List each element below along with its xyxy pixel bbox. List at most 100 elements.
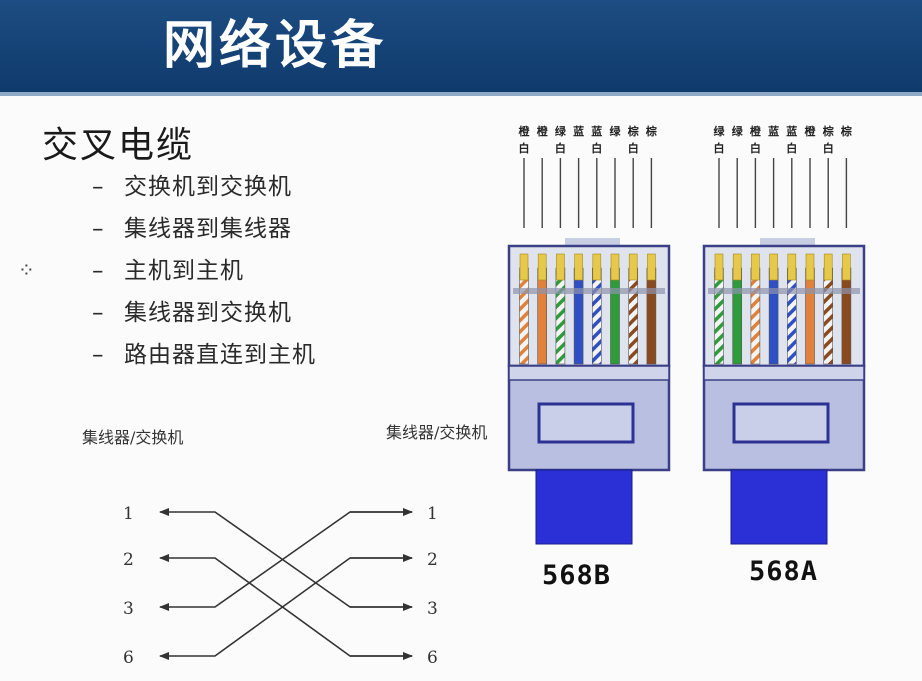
- gold-contact: [592, 253, 602, 281]
- left-pin-label: 2: [123, 550, 134, 570]
- slide-title: 网络设备: [163, 16, 388, 76]
- crimp-bar: [708, 288, 860, 294]
- gold-contact: [628, 253, 638, 281]
- gold-contact: [574, 253, 583, 281]
- wire: [628, 267, 638, 365]
- wire-color-label: 白: [823, 141, 834, 155]
- wire-color-label: 白: [519, 141, 530, 155]
- bullet-dash: –: [92, 216, 105, 242]
- gold-contact: [769, 253, 778, 281]
- bullet-text: 路由器直连到主机: [124, 342, 316, 368]
- crossover-wire: [159, 511, 412, 611]
- bullet-dash: –: [92, 342, 105, 368]
- wire: [610, 267, 620, 365]
- wire: [768, 267, 779, 365]
- connector-568a: 绿白绿橙白蓝蓝白橙棕白棕: [700, 118, 875, 552]
- rj45-plug: 绿白绿橙白蓝蓝白橙棕白棕: [702, 124, 866, 545]
- bullet-item: –路由器直连到主机: [92, 338, 316, 380]
- wire-color-label: 蓝: [786, 124, 797, 138]
- wire-color-label: 棕: [645, 124, 657, 138]
- gold-contact: [714, 253, 724, 281]
- left-device-label: 集线器/交换机: [82, 428, 183, 447]
- boot-rim: [508, 365, 670, 381]
- gold-contact: [842, 253, 851, 281]
- gold-contact: [556, 253, 565, 281]
- gold-contact: [610, 253, 620, 281]
- wire-color-label: 蓝: [768, 124, 779, 138]
- title-banner: 网络设备: [0, 0, 922, 96]
- wire: [750, 267, 761, 365]
- wire: [823, 267, 833, 365]
- wire-color-label: 绿: [610, 124, 622, 138]
- bullet-text: 交换机到交换机: [124, 174, 292, 200]
- wire: [646, 267, 657, 365]
- boot-window: [732, 402, 830, 444]
- bullet-item: –交换机到交换机: [92, 170, 316, 212]
- wire: [592, 267, 602, 365]
- gold-contact: [805, 253, 815, 281]
- right-pin-label: 1: [427, 504, 438, 524]
- wire: [714, 267, 724, 365]
- standard-label-568a: 568A: [749, 556, 819, 587]
- plug-tab: [760, 238, 815, 248]
- connector-568b: 橙白橙绿白蓝蓝白绿棕白棕: [505, 118, 680, 552]
- wire: [519, 267, 529, 365]
- boot-rim: [703, 365, 865, 381]
- wire-color-label: 棕: [822, 124, 834, 138]
- cable-jacket: [535, 469, 633, 545]
- bullet-item: –主机到主机: [92, 254, 316, 296]
- bullet-text: 主机到主机: [124, 258, 244, 284]
- wire-color-label: 白: [555, 141, 566, 155]
- wire-color-label: 蓝: [591, 124, 602, 138]
- wire-color-label: 绿: [732, 124, 744, 138]
- boot-window: [537, 402, 635, 444]
- gold-contact: [751, 253, 760, 281]
- wire-color-label: 橙: [519, 124, 531, 138]
- wire-color-label: 棕: [840, 124, 852, 138]
- standard-label-568b: 568B: [542, 560, 612, 591]
- crimp-bar: [513, 288, 665, 294]
- right-pin-label: 3: [427, 599, 438, 619]
- right-pin-label: 2: [427, 550, 438, 570]
- bullet-dash: –: [92, 258, 105, 284]
- wire-color-label: 白: [714, 141, 725, 155]
- main-heading: 交叉电缆: [42, 125, 195, 166]
- wire-color-label: 绿: [714, 124, 726, 138]
- bullet-item: –集线器到交换机: [92, 296, 316, 338]
- pin-lines: [159, 508, 413, 660]
- right-pin-label: 6: [427, 648, 438, 668]
- wire: [841, 267, 852, 365]
- left-pin-label: 6: [123, 648, 134, 668]
- wire: [555, 267, 566, 365]
- bullet-text: 集线器到交换机: [124, 300, 292, 326]
- bullet-text: 集线器到集线器: [124, 216, 292, 242]
- bullet-item: –集线器到集线器: [92, 212, 316, 254]
- wire-color-label: 白: [628, 141, 639, 155]
- right-device-label: 集线器/交换机: [386, 423, 487, 442]
- wire-color-label: 棕: [627, 124, 639, 138]
- bullet-dash: –: [92, 174, 105, 200]
- plug-body: [702, 244, 866, 368]
- rj45-plug: 橙白橙绿白蓝蓝白绿棕白棕: [507, 124, 671, 545]
- gold-contact: [787, 253, 797, 281]
- wire-color-label: 白: [591, 141, 602, 155]
- cable-jacket: [730, 469, 828, 545]
- wire-color-label: 橙: [805, 124, 817, 138]
- wire-color-label: 橙: [750, 124, 762, 138]
- wire-color-label: 蓝: [573, 124, 584, 138]
- bullet-list: –交换机到交换机 –集线器到集线器 –主机到主机 –集线器到交换机 –路由器直连…: [92, 170, 316, 380]
- gold-contact: [537, 253, 547, 281]
- plug-tab: [565, 238, 620, 248]
- wire: [732, 267, 743, 365]
- gold-contact: [823, 253, 833, 281]
- gold-contact: [732, 253, 742, 281]
- plug-body: [507, 244, 671, 368]
- wire-color-label: 白: [750, 141, 761, 155]
- wire: [537, 267, 548, 365]
- cursor-icon: ⁘: [18, 258, 35, 282]
- wire: [573, 267, 584, 365]
- wire-color-label: 白: [786, 141, 797, 155]
- gold-contact: [519, 253, 529, 281]
